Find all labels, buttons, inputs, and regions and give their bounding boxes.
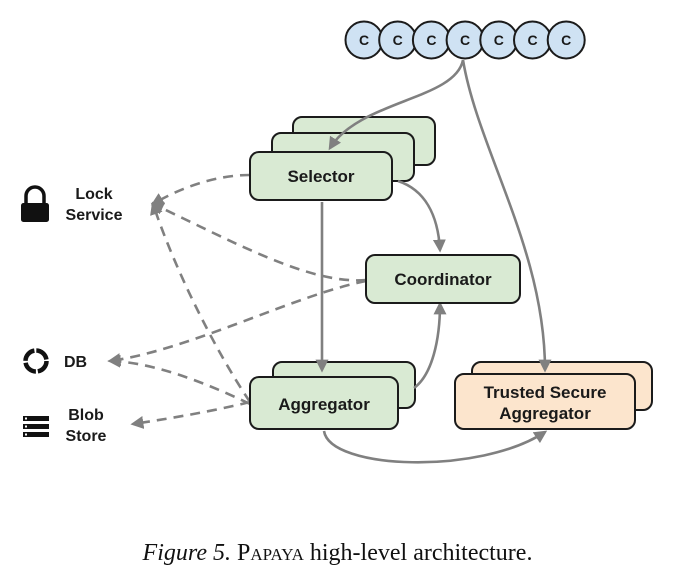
- edge-coordinator-lock: [150, 202, 367, 282]
- blob-store-service: Blob Store: [23, 407, 107, 445]
- edge-clients-tsa: [461, 59, 552, 373]
- client-label: C: [393, 32, 403, 48]
- blob-store-label-line2: Store: [66, 428, 107, 445]
- edge-coordinator-db: [107, 279, 367, 367]
- selector-label: Selector: [287, 167, 354, 186]
- blob-store-label-line1: Blob: [68, 407, 104, 424]
- edge-aggregator-tsa: [322, 430, 548, 464]
- caption-text: high-level architecture.: [309, 540, 533, 566]
- client-circle: [546, 20, 586, 60]
- selector-node: Selector: [249, 151, 393, 201]
- client-label: C: [426, 32, 436, 48]
- tsa-label-line1: Trusted Secure: [484, 383, 607, 402]
- edge-clients-selector: [328, 59, 465, 151]
- edge-aggregator-lock: [150, 201, 252, 403]
- db-service: DB: [23, 348, 87, 374]
- tsa-label-line2: Aggregator: [499, 404, 591, 423]
- lock-service-label-line2: Service: [66, 207, 123, 224]
- db-label: DB: [64, 354, 87, 371]
- coordinator-node: Coordinator: [365, 254, 521, 304]
- lock-service-label-line1: Lock: [75, 186, 112, 203]
- edge-aggregator-coordinator: [413, 301, 447, 390]
- client-label: C: [494, 32, 504, 48]
- edges: [107, 59, 552, 464]
- edge-selector-coordinator: [397, 179, 446, 253]
- aggregator-node: Aggregator: [249, 376, 399, 430]
- storage-stack-icon: [23, 416, 49, 437]
- client-label: C: [561, 32, 571, 48]
- system-name: Papaya: [236, 540, 304, 566]
- edge-aggregator-blob: [130, 400, 251, 429]
- client-label: C: [359, 32, 369, 48]
- lock-icon: [21, 185, 49, 222]
- edge-selector-lock: [150, 173, 251, 206]
- edge-aggregator-db: [107, 354, 251, 406]
- figure-caption: Figure 5. Papaya high-level architecture…: [0, 540, 675, 567]
- coordinator-label: Coordinator: [394, 270, 492, 289]
- client-label: C: [460, 32, 470, 48]
- trusted-secure-aggregator-node: Trusted Secure Aggregator: [454, 373, 636, 430]
- client-label: C: [527, 32, 537, 48]
- lock-service: Lock Service: [21, 185, 123, 224]
- aggregator-label: Aggregator: [278, 395, 370, 414]
- database-ring-icon: [23, 348, 49, 374]
- figure-number: Figure 5.: [142, 540, 231, 566]
